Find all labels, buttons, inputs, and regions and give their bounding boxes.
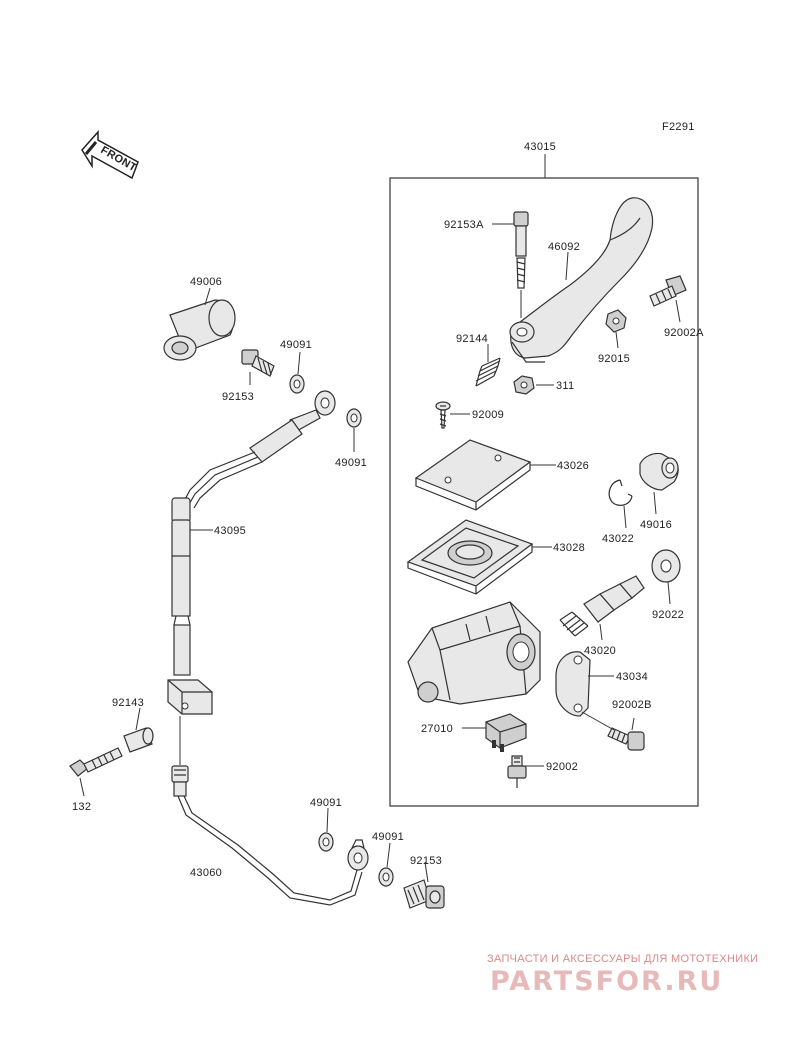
piston-kit-43020 (559, 575, 645, 637)
label-43060: 43060 (190, 867, 222, 879)
label-43028: 43028 (553, 542, 585, 554)
leader-92015 (615, 331, 619, 349)
reservoir-cap-43026 (414, 439, 532, 511)
leader-49006 (204, 287, 211, 306)
leader-92022 (667, 581, 671, 605)
bolt-92153-upper (241, 349, 275, 377)
assembly-box (389, 177, 699, 807)
label-49091-a: 49091 (280, 339, 312, 351)
figure-code: F2291 (662, 121, 695, 133)
leader-49091-a (297, 351, 301, 375)
leader-49091-c (326, 807, 329, 833)
label-49091-c: 49091 (310, 797, 342, 809)
diaphragm-43028 (406, 519, 534, 595)
assembly-label: 43015 (524, 141, 556, 153)
bolt-132 (69, 747, 123, 777)
screw-92009 (435, 401, 451, 429)
label-46092: 46092 (548, 241, 580, 253)
leader-43020 (599, 623, 603, 641)
leader-92002B (581, 711, 615, 731)
leader-132 (79, 777, 85, 797)
label-92002A: 92002A (664, 327, 704, 339)
watermark-brand: PARTSFOR.RU (490, 966, 723, 997)
label-43022: 43022 (602, 533, 634, 545)
bolt-92002A (649, 275, 687, 307)
cap-49006 (163, 299, 236, 361)
clamp-43034 (555, 651, 591, 717)
junction-block (167, 679, 213, 765)
leader-92002A (675, 299, 681, 323)
leader-46092 (565, 251, 569, 281)
label-132: 132 (72, 801, 91, 813)
boot-49016 (639, 452, 679, 491)
label-92153-lower: 92153 (410, 855, 442, 867)
label-43095: 43095 (214, 525, 246, 537)
leader-92143 (135, 707, 141, 731)
label-49091-b: 49091 (335, 457, 367, 469)
leader-92153-lower (424, 861, 429, 883)
spring-92144 (475, 357, 501, 387)
label-43020: 43020 (584, 645, 616, 657)
leader-49016 (653, 491, 657, 515)
label-92002: 92002 (546, 761, 578, 773)
leader-43022 (623, 505, 627, 529)
switch-27010 (485, 713, 527, 752)
bolt-92002B (607, 727, 645, 751)
label-92144: 92144 (456, 333, 488, 345)
pivot-bolt-92153A (513, 211, 529, 318)
brake-lever-46092 (509, 197, 654, 363)
brake-hose-43095 (171, 390, 336, 676)
label-49016: 49016 (640, 519, 672, 531)
watermark-tagline: ЗАПЧАСТИ И АКСЕССУАРЫ ДЛЯ МОТОТЕХНИКИ (487, 953, 758, 965)
label-43034: 43034 (616, 671, 648, 683)
screw-92002 (507, 755, 527, 788)
leader-49091-d (386, 842, 391, 868)
master-cylinder-body (407, 601, 541, 705)
label-92022: 92022 (652, 609, 684, 621)
label-92153-upper: 92153 (222, 391, 254, 403)
label-49006: 49006 (190, 276, 222, 288)
label-27010: 27010 (421, 723, 453, 735)
brake-pipe-43060 (171, 765, 369, 906)
label-311: 311 (556, 380, 574, 392)
front-arrow-icon: FRONT (81, 130, 139, 180)
label-49091-d: 49091 (372, 831, 404, 843)
label-92153A: 92153A (444, 219, 484, 231)
label-92015: 92015 (598, 353, 630, 365)
label-92143: 92143 (112, 697, 144, 709)
bolt-92153-lower (403, 879, 445, 909)
collar-92143 (123, 727, 154, 753)
label-43026: 43026 (557, 460, 589, 472)
label-92002B: 92002B (612, 699, 652, 711)
label-92009: 92009 (472, 409, 504, 421)
circlip-43022 (608, 479, 633, 506)
